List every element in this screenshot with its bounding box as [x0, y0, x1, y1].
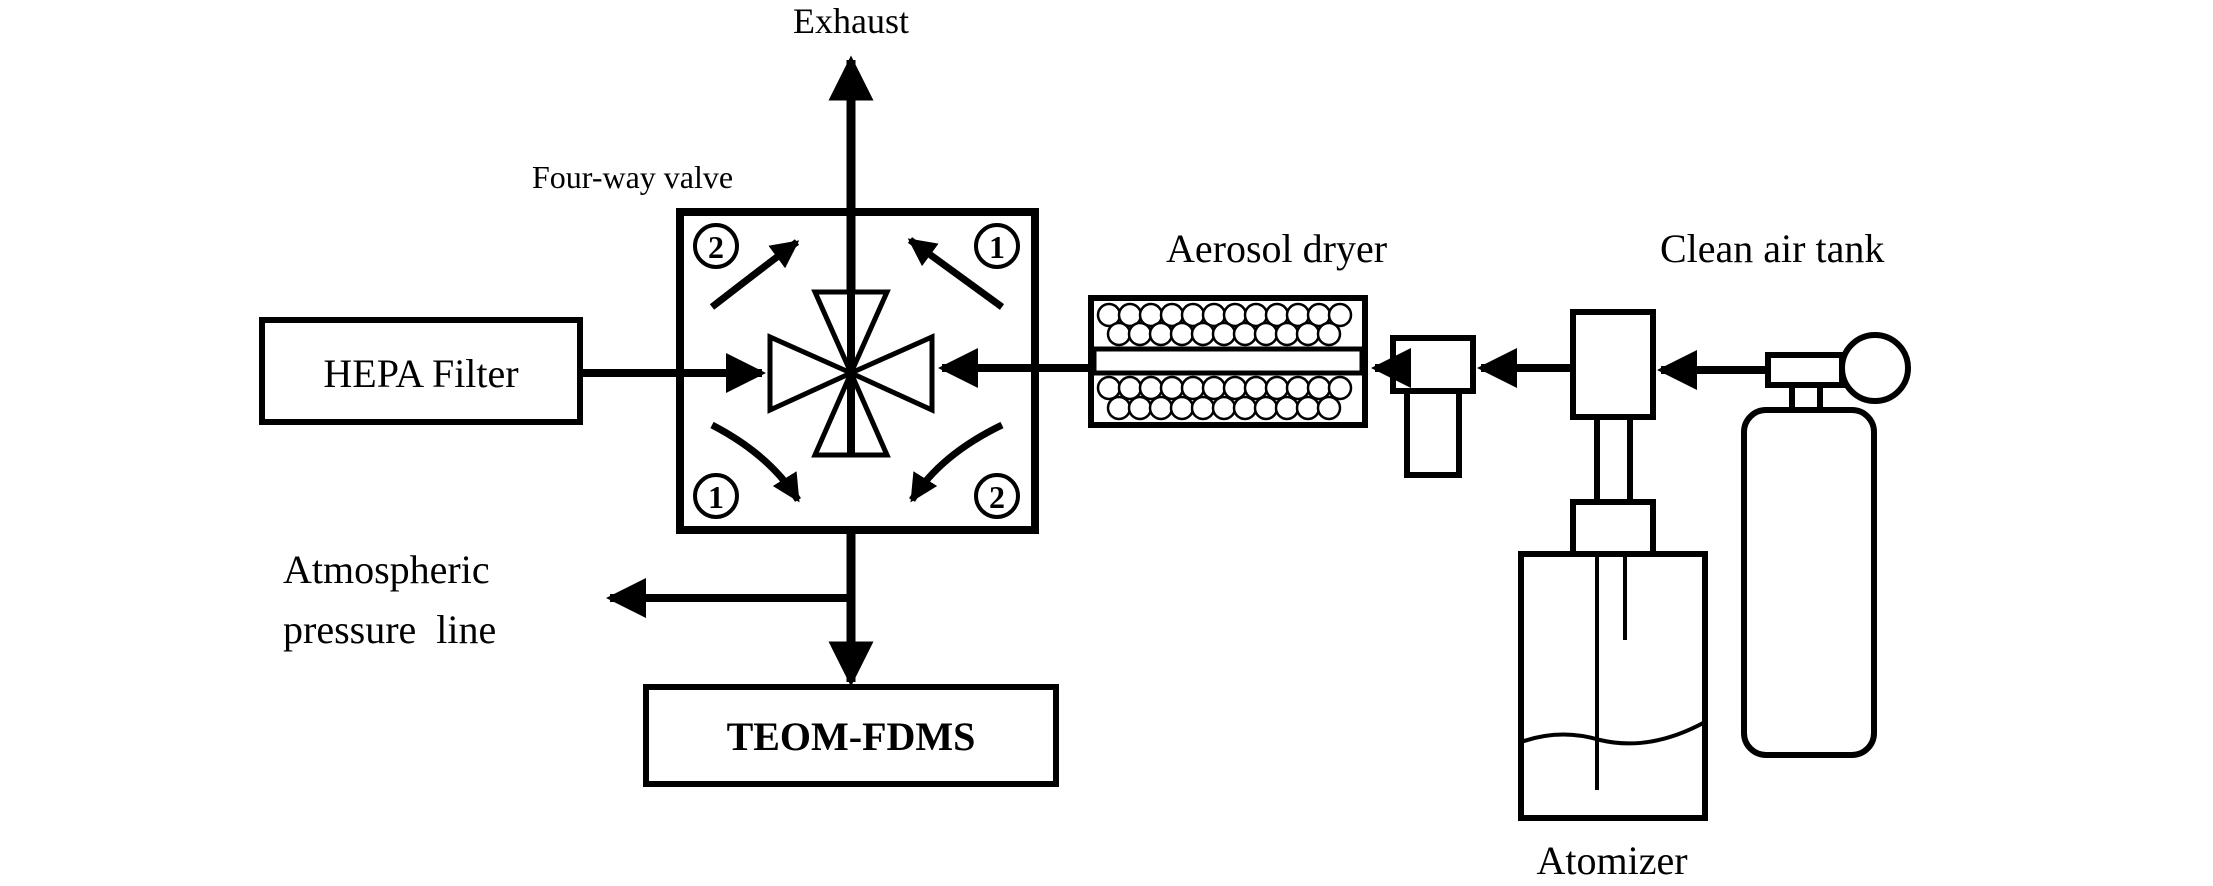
desiccant-bead — [1201, 375, 1227, 401]
desiccant-bead — [1327, 375, 1353, 401]
four-way-valve-label: Four-way valve — [532, 159, 733, 195]
port-top-right: 1 — [974, 223, 1020, 269]
desiccant-bead — [1232, 321, 1258, 347]
clean-air-tank-label: Clean air tank — [1660, 226, 1884, 271]
port-bottom-right-number: 2 — [989, 479, 1005, 515]
desiccant-bead — [1106, 395, 1132, 421]
desiccant-bead — [1253, 395, 1279, 421]
desiccant-bead — [1253, 321, 1279, 347]
hepa-filter-label: HEPA Filter — [323, 351, 518, 396]
desiccant-bead — [1117, 375, 1143, 401]
desiccant-bead — [1190, 321, 1216, 347]
desiccant-bead — [1159, 375, 1185, 401]
port-top-right-number: 1 — [989, 229, 1005, 265]
desiccant-bead — [1274, 395, 1300, 421]
desiccant-bead — [1106, 321, 1132, 347]
desiccant-beads — [1096, 302, 1353, 421]
desiccant-bead — [1327, 302, 1353, 328]
desiccant-bead — [1295, 395, 1321, 421]
atmospheric-label-line-2: pressure line — [283, 607, 496, 652]
desiccant-bead — [1127, 321, 1153, 347]
desiccant-bead — [1169, 321, 1195, 347]
port-bottom-right: 2 — [974, 473, 1020, 519]
valve-flow-arrows — [709, 237, 1005, 503]
desiccant-bead — [1232, 395, 1258, 421]
desiccant-bead — [1138, 375, 1164, 401]
desiccant-bead — [1148, 395, 1174, 421]
desiccant-bead — [1190, 395, 1216, 421]
desiccant-bead — [1306, 375, 1332, 401]
desiccant-bead — [1211, 321, 1237, 347]
clean-air-tank — [1741, 332, 1911, 758]
desiccant-bead — [1222, 375, 1248, 401]
desiccant-bead — [1180, 375, 1206, 401]
desiccant-bead — [1264, 375, 1290, 401]
port-bottom-left-number: 1 — [708, 479, 724, 515]
aerosol-dryer — [1088, 295, 1368, 428]
desiccant-bead — [1274, 321, 1300, 347]
desiccant-bead — [1295, 321, 1321, 347]
aerosol-dryer-label: Aerosol dryer — [1166, 226, 1387, 271]
desiccant-bead — [1211, 395, 1237, 421]
port-top-left: 2 — [693, 223, 739, 269]
teom-fdms-label: TEOM-FDMS — [727, 714, 976, 759]
port-top-left-number: 2 — [708, 229, 724, 265]
atmospheric-label-line-1: Atmospheric — [283, 547, 490, 592]
atomizer — [1518, 309, 1708, 821]
atomizer-label: Atomizer — [1536, 838, 1687, 883]
port-bottom-left: 1 — [693, 473, 739, 519]
desiccant-bead — [1316, 321, 1342, 347]
inline-filter-housing — [1390, 335, 1476, 478]
desiccant-bead — [1148, 321, 1174, 347]
desiccant-bead — [1169, 395, 1195, 421]
exhaust-label: Exhaust — [793, 1, 909, 41]
desiccant-bead — [1316, 395, 1342, 421]
desiccant-bead — [1285, 375, 1311, 401]
desiccant-bead — [1096, 375, 1122, 401]
desiccant-bead — [1127, 395, 1153, 421]
desiccant-bead — [1243, 375, 1269, 401]
teom-fdms-box — [643, 684, 1059, 787]
